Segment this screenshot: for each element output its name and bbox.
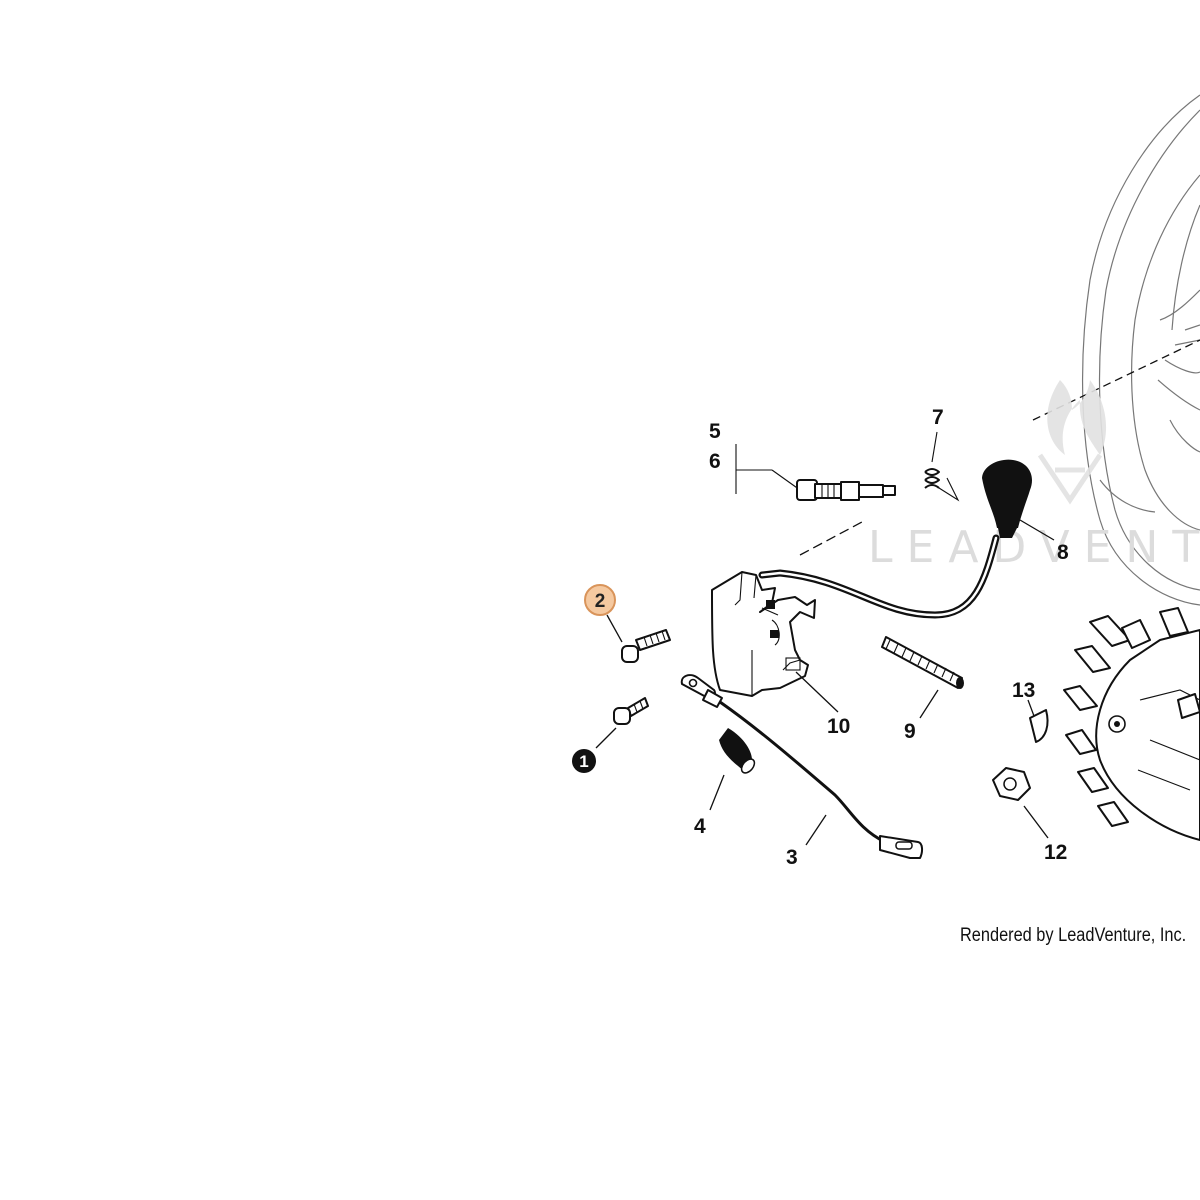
spark-plug (735, 444, 896, 501)
callout-8[interactable]: 8 (1057, 541, 1069, 564)
watermark-logo (1037, 380, 1107, 505)
callout-7[interactable]: 7 (932, 406, 944, 429)
spring-clip (924, 431, 960, 502)
callout-3[interactable]: 3 (786, 846, 798, 869)
callout-5[interactable]: 5 (709, 420, 721, 443)
spark-plug-boot (758, 459, 1055, 619)
render-credit: Rendered by LeadVenture, Inc. (960, 925, 1187, 946)
callout-1-badge[interactable]: 1 (572, 749, 596, 773)
ground-wire (680, 674, 924, 859)
callout-4[interactable]: 4 (694, 815, 706, 838)
callout-13[interactable]: 13 (1012, 679, 1035, 702)
engine-housing-outline (1082, 94, 1200, 606)
callout-2[interactable]: 2 (595, 591, 606, 612)
callout-1[interactable]: 1 (579, 752, 588, 771)
callout-9[interactable]: 9 (904, 720, 916, 743)
flywheel-nut (992, 767, 1049, 839)
flywheel (1063, 607, 1200, 841)
callout-2-highlight[interactable]: 2 (584, 584, 616, 616)
ignition-coil (711, 571, 839, 713)
watermark-text: LEADVENTURE (868, 522, 1200, 573)
protective-sleeve (881, 636, 964, 719)
callout-10[interactable]: 10 (827, 715, 850, 738)
ground-sleeve (709, 728, 756, 811)
callout-6[interactable]: 6 (709, 450, 721, 473)
callout-12[interactable]: 12 (1044, 841, 1067, 864)
screw-2 (606, 614, 671, 663)
woodruff-key (1027, 699, 1049, 743)
screw-1 (595, 697, 649, 749)
